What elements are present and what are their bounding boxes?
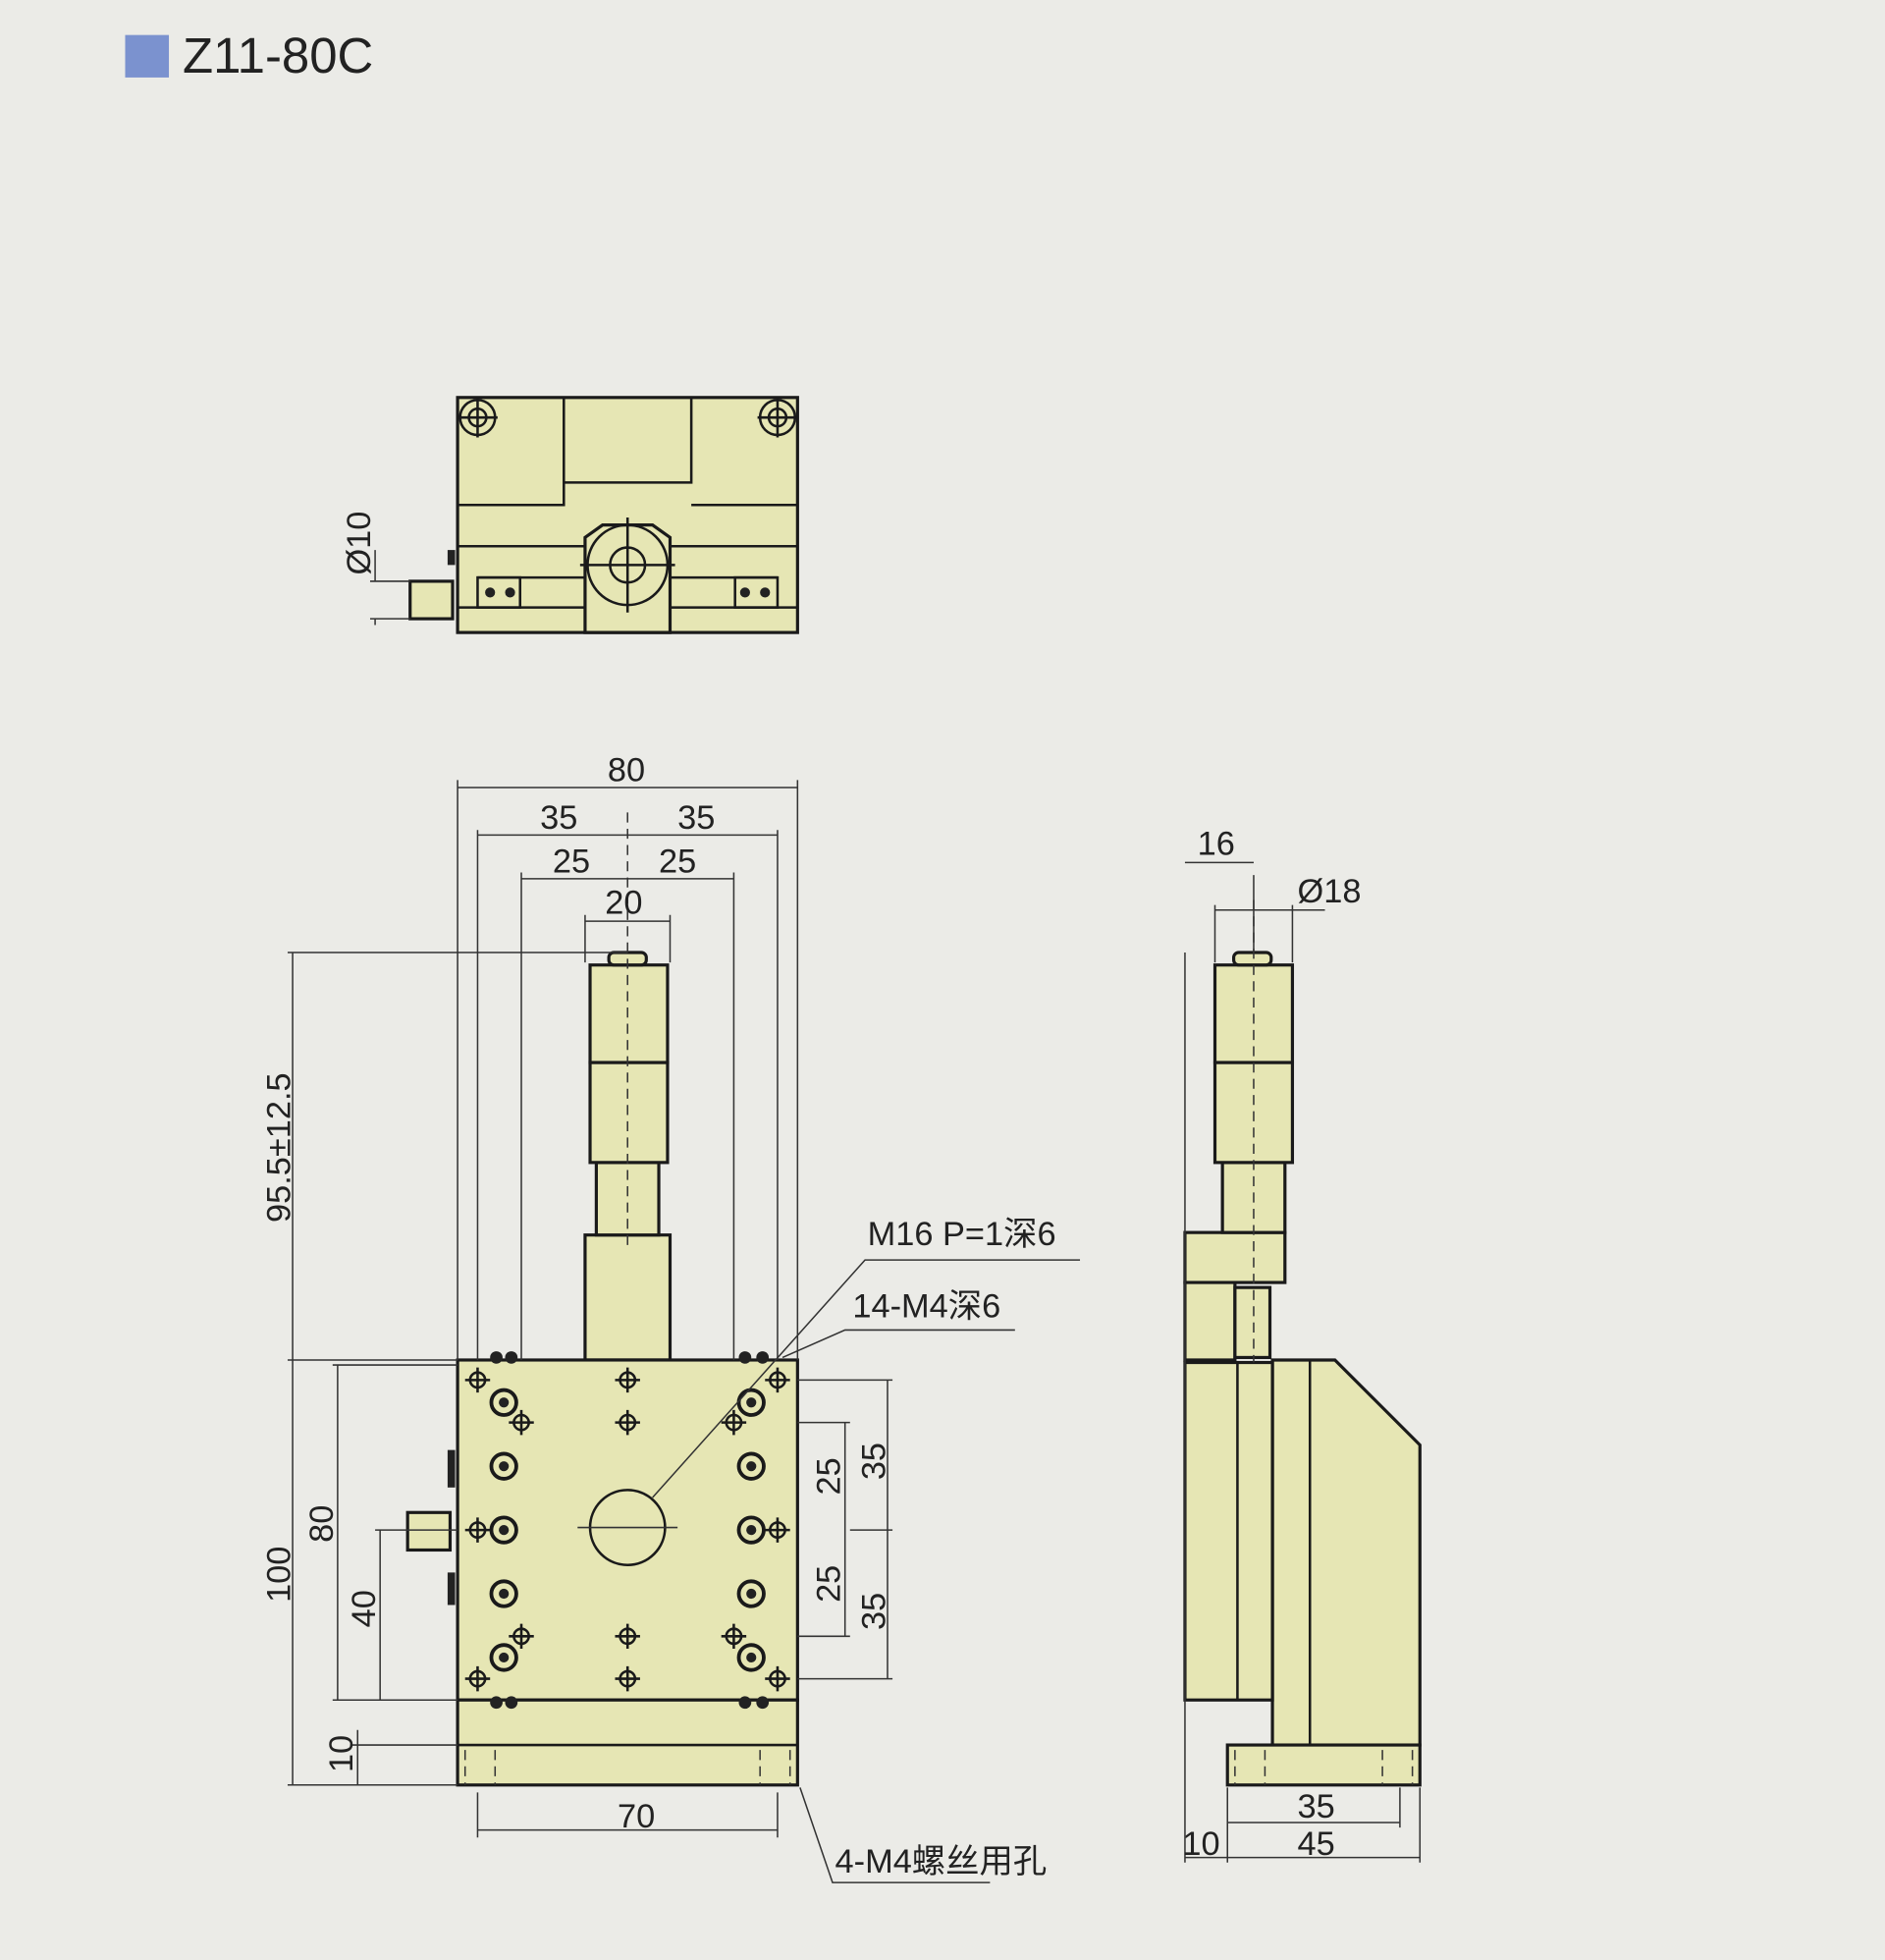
dim-25b: 25 xyxy=(811,1565,848,1603)
dim-side-10: 10 xyxy=(1182,1825,1219,1863)
dim-80: 80 xyxy=(303,1505,341,1543)
dim-35-right: 35 xyxy=(677,799,715,837)
front-view: 80 35 35 25 25 20 95.5±12.5 100 80 40 10… xyxy=(261,752,1081,1883)
dim-35a: 35 xyxy=(855,1443,892,1480)
dim-knob-dia: Ø10 xyxy=(341,512,378,575)
dim-width-80: 80 xyxy=(608,752,645,789)
dim-70: 70 xyxy=(618,1798,655,1835)
title: Z11-80C xyxy=(183,27,373,83)
dim-side-35: 35 xyxy=(1298,1788,1335,1825)
note-4-m4: 4-M4螺丝用孔 xyxy=(835,1843,1048,1880)
dim-40: 40 xyxy=(346,1590,383,1627)
dim-100: 100 xyxy=(261,1547,298,1603)
dim-side-45: 45 xyxy=(1298,1825,1335,1863)
dim-20: 20 xyxy=(605,885,642,922)
dim-35-left: 35 xyxy=(540,799,577,837)
dim-dia-18: Ø18 xyxy=(1298,873,1362,910)
dim-25-left: 25 xyxy=(553,844,590,881)
dim-25-right: 25 xyxy=(659,844,696,881)
dim-16: 16 xyxy=(1198,826,1235,863)
top-view: Ø10 xyxy=(341,396,799,634)
note-14-m4: 14-M4深6 xyxy=(852,1288,1000,1326)
title-marker xyxy=(125,34,170,78)
side-view: 16 Ø18 10 35 45 xyxy=(1182,826,1422,1863)
dim-25a: 25 xyxy=(811,1457,848,1495)
dim-10: 10 xyxy=(323,1735,360,1772)
note-m16: M16 P=1深6 xyxy=(868,1216,1056,1253)
dim-travel: 95.5±12.5 xyxy=(261,1072,298,1223)
dim-35b: 35 xyxy=(855,1593,892,1630)
